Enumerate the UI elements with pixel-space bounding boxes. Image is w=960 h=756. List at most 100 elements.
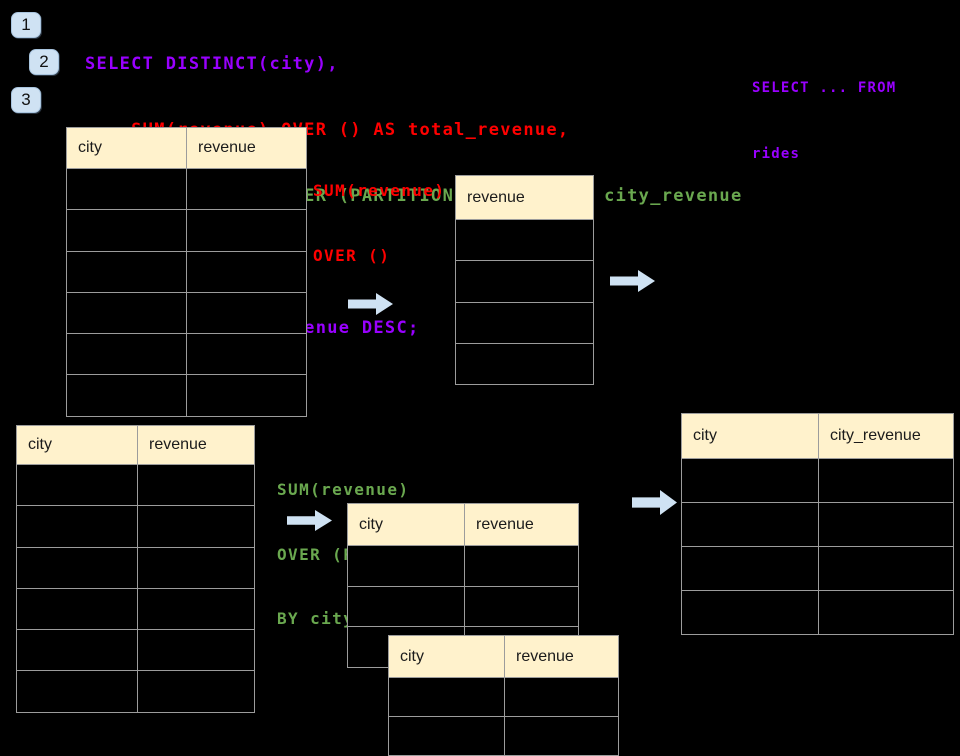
table-cell-empty [818, 591, 953, 634]
table-row [389, 716, 618, 755]
column-header: revenue [464, 504, 578, 545]
table-cell-empty [186, 210, 306, 251]
table-cell-empty [464, 586, 578, 627]
table-cell-empty [682, 591, 818, 634]
column-header: city [359, 515, 383, 533]
table-cell-empty [682, 503, 818, 546]
table-cell-empty [186, 169, 306, 210]
column-header: city_revenue [818, 414, 953, 458]
table-cell-empty [67, 334, 186, 374]
table-cell-empty [67, 169, 186, 209]
table-source-rides-2: city revenue [16, 425, 255, 713]
table-row [17, 505, 254, 547]
table-cell-empty [137, 671, 254, 712]
table-header-row: city revenue [389, 636, 618, 677]
column-header: city [28, 436, 52, 453]
step-badge-label: 1 [21, 15, 31, 34]
table-row [17, 587, 254, 630]
table-cell-empty [186, 292, 306, 334]
column-header: revenue [137, 426, 254, 464]
step-badge-label: 3 [21, 90, 31, 109]
table-cell-empty [504, 717, 618, 755]
table-header-row: revenue [456, 176, 593, 219]
table-cell-empty [682, 547, 818, 590]
table-cell-empty [137, 506, 254, 547]
total-revenue-label: SUM(revenue) OVER () [313, 137, 445, 309]
step-badge-label: 2 [39, 52, 49, 71]
table-row [682, 458, 953, 502]
table-row [17, 670, 254, 712]
table-cell-empty [818, 503, 953, 546]
flow-arrow-icon [348, 293, 393, 315]
table-total-revenue: revenue [455, 175, 594, 386]
table-row [67, 209, 306, 251]
flow-arrow-icon [610, 270, 655, 292]
table-cell-empty [464, 546, 578, 586]
table-row [456, 260, 593, 301]
table-cell-empty [67, 293, 186, 333]
table-cell-empty [137, 547, 254, 588]
table-header-row: city city_revenue [682, 414, 953, 458]
table-cell-empty [389, 717, 504, 755]
table-cell-empty [456, 344, 593, 384]
table-cell-empty [17, 506, 137, 546]
table-row [17, 464, 254, 506]
table-cell-empty [818, 547, 953, 590]
table-partition-step-2: city revenue [388, 635, 619, 756]
label-line: SUM(revenue) [313, 181, 446, 200]
table-cell-empty [67, 375, 186, 415]
table-cell-empty [389, 678, 504, 716]
table-cell-empty [186, 375, 306, 416]
table-row [682, 546, 953, 590]
side-note-line: rides [752, 146, 801, 162]
sql-line-select: SELECT DISTINCT(city), [85, 54, 339, 74]
select-from-rides-note: SELECT ... FROM rides [752, 33, 896, 209]
table-cell-empty [348, 546, 464, 586]
table-row [67, 333, 306, 375]
table-cell-empty [137, 465, 254, 506]
side-note-line: SELECT ... FROM [752, 80, 897, 96]
table-row [17, 546, 254, 588]
column-header: city [693, 427, 717, 444]
table-cell-empty [17, 589, 137, 629]
table-row [456, 342, 593, 384]
table-result-city-revenue: city city_revenue [681, 413, 954, 635]
table-cell-empty [67, 210, 186, 250]
table-cell-empty [186, 334, 306, 375]
table-header-row: city revenue [17, 426, 254, 464]
table-cell-empty [348, 587, 464, 627]
table-cell-empty [17, 630, 137, 670]
table-cell-empty [17, 465, 137, 505]
column-header: city [400, 647, 424, 665]
table-cell-empty [682, 459, 818, 502]
column-header: revenue [504, 636, 618, 677]
table-cell-empty [818, 459, 953, 502]
table-row [67, 291, 306, 334]
label-line: OVER () [313, 245, 391, 265]
table-row [348, 545, 578, 586]
table-cell-empty [17, 548, 137, 588]
table-row [456, 219, 593, 260]
table-row [389, 677, 618, 716]
table-cell-empty [17, 671, 137, 711]
table-row [67, 168, 306, 210]
table-cell-empty [504, 678, 618, 716]
step-badge-3: 3 [11, 87, 41, 113]
table-row [67, 250, 306, 292]
flow-arrow-icon [287, 510, 332, 531]
table-cell-empty [456, 261, 593, 301]
table-row [682, 590, 953, 634]
table-row [348, 585, 578, 627]
table-cell-empty [186, 251, 306, 292]
table-cell-empty [137, 588, 254, 630]
table-row [67, 374, 306, 416]
flow-arrow-icon [632, 490, 677, 515]
table-row [17, 629, 254, 671]
table-cell-empty [456, 220, 593, 260]
slide-canvas: 1 2 3 SELECT DISTINCT(city), SUM(revenue… [11, 12, 954, 756]
table-header-row: city revenue [348, 504, 578, 545]
table-row [456, 301, 593, 343]
table-cell-empty [137, 630, 254, 671]
column-header: revenue [186, 128, 306, 168]
